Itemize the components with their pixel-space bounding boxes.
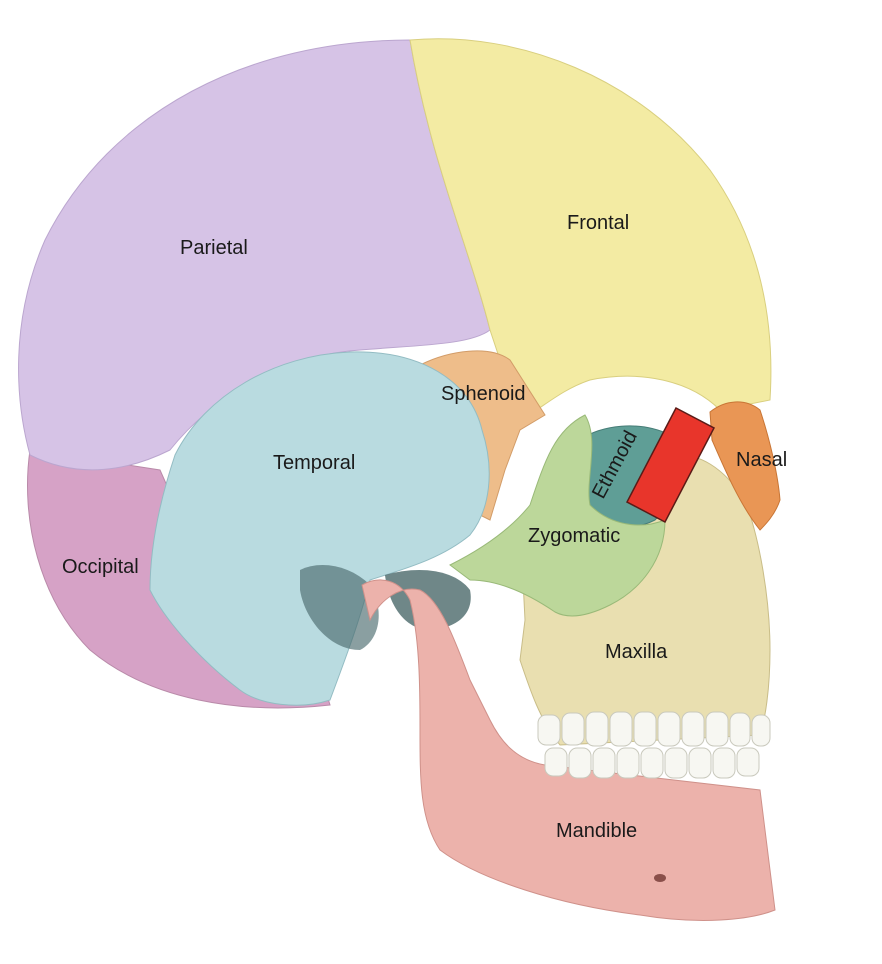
mandible-bone [361,579,776,921]
upper-teeth [537,711,771,747]
label-occipital: Occipital [62,556,139,578]
label-sphenoid: Sphenoid [441,383,526,405]
highlight-box [625,406,716,524]
temporal-bone [149,351,490,706]
lower-teeth [544,747,760,779]
mental-foramen [654,874,666,882]
ear-canal [300,565,379,650]
label-parietal: Parietal [180,237,248,259]
label-mandible: Mandible [556,820,637,842]
frontal-bone [409,38,772,421]
label-frontal: Frontal [567,212,629,234]
label-nasal: Nasal [736,449,787,471]
label-zygomatic: Zygomatic [528,525,620,547]
label-maxilla: Maxilla [605,641,668,663]
zygomatic-bone [449,414,666,617]
label-temporal: Temporal [273,452,355,474]
nasal-bone [709,401,781,531]
